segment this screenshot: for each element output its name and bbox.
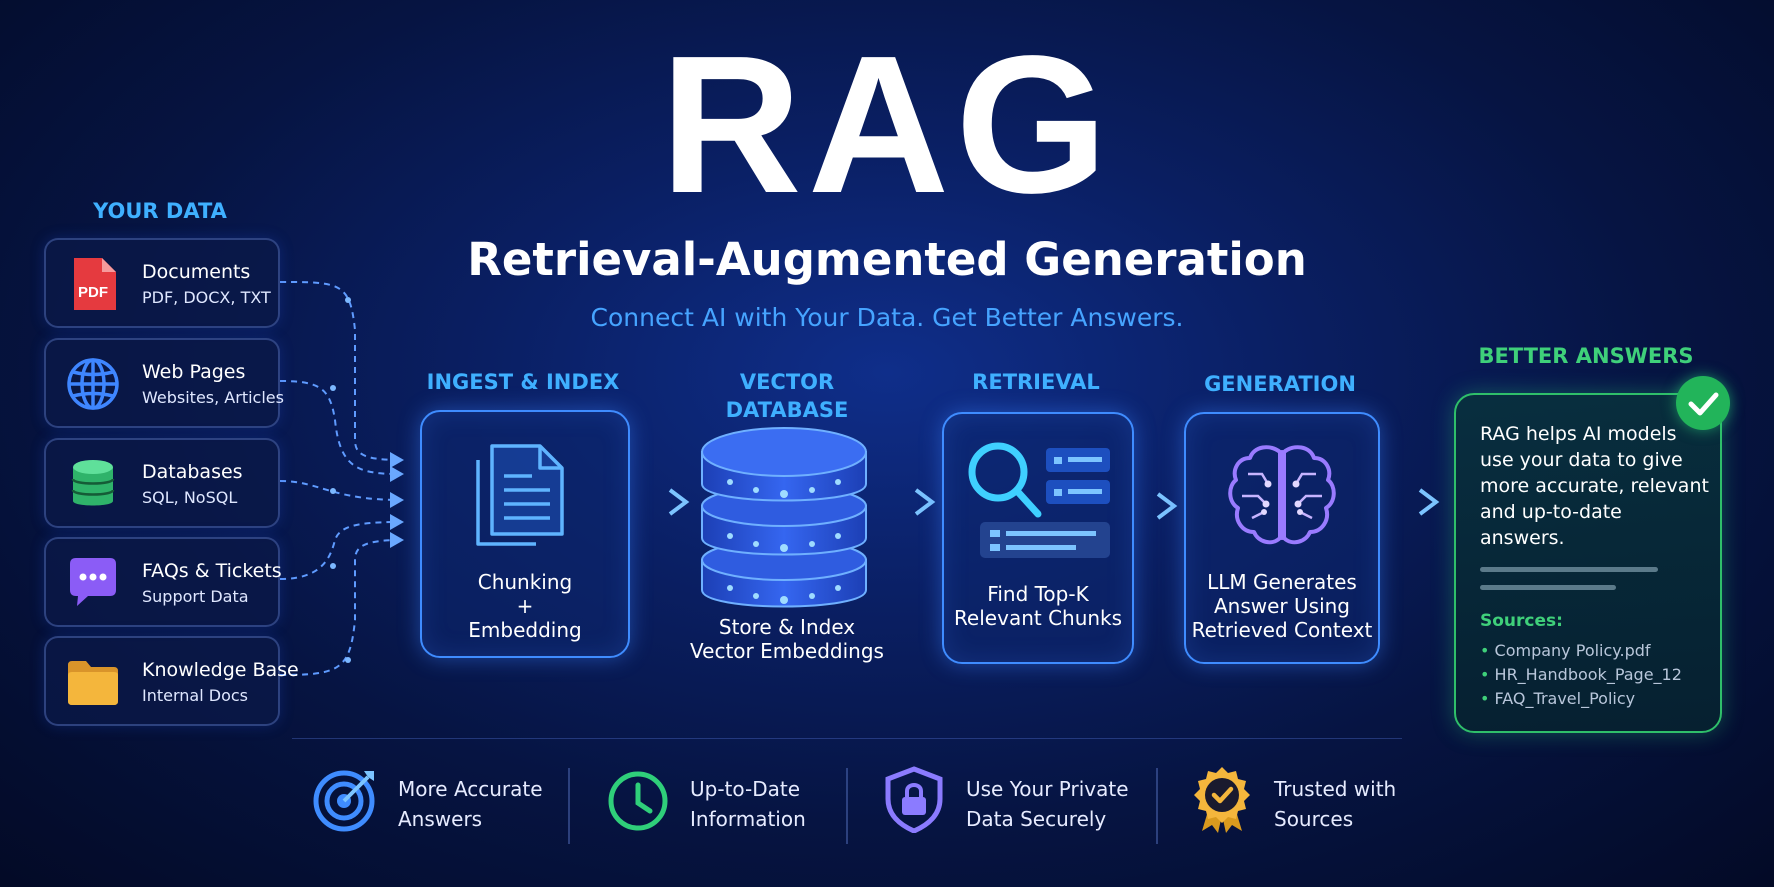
feature-private-data: Use Your Private Data Securely [880, 760, 1150, 850]
pdf-badge-label: PDF [78, 284, 108, 301]
connector-databases [279, 480, 404, 508]
connector-web-pages [279, 380, 404, 482]
brain-icon [1228, 445, 1336, 545]
source-desc-faqs: Support Data [142, 587, 249, 606]
tagline: Connect AI with Your Data. Get Better An… [590, 303, 1184, 332]
clock-icon [608, 771, 668, 831]
stage-card-retrieval: Find Top-K Relevant Chunks [942, 412, 1134, 664]
stage-text-ingest: Chunking + Embedding [468, 570, 582, 642]
stage-heading-generation: GENERATION [1204, 372, 1356, 396]
database-icon [71, 460, 115, 506]
source-connector-dots [330, 297, 351, 663]
better-answers-heading: BETTER ANSWERS [1478, 344, 1694, 368]
source-title-knowledge-base: Knowledge Base [142, 659, 299, 681]
source-title-databases: Databases [142, 461, 243, 483]
documents-icon [476, 444, 564, 546]
source-title-web-pages: Web Pages [142, 361, 246, 383]
shield-lock-icon [885, 766, 943, 833]
stage-text-vector-db: Store & Index Vector Embeddings [690, 615, 884, 663]
answer-text: RAG helps AI models use your data to giv… [1480, 423, 1709, 549]
source-card-faqs: FAQs & Tickets Support Data [44, 537, 282, 627]
connector-knowledge-base [279, 532, 404, 676]
sources-label: Sources: [1480, 611, 1563, 631]
stage-card-generation: LLM Generates Answer Using Retrieved Con… [1184, 412, 1380, 664]
source-desc-knowledge-base: Internal Docs [142, 686, 248, 705]
page-subtitle: Retrieval-Augmented Generation [467, 233, 1307, 286]
arrow-generation-to-answer [1386, 488, 1440, 516]
feature-divider [846, 768, 848, 844]
feature-trusted: Trusted with Sources [1188, 760, 1418, 850]
chat-bubble-icon [70, 558, 116, 606]
feature-divider [1156, 768, 1158, 844]
source-card-web-pages: Web Pages Websites, Articles [44, 338, 284, 428]
feature-text-private-data: Use Your Private Data Securely [966, 777, 1129, 831]
source-item: HR_Handbook_Page_12 [1480, 663, 1682, 687]
stage-heading-ingest: INGEST & INDEX [426, 370, 620, 394]
sources-list: Company Policy.pdf HR_Handbook_Page_12 F… [1480, 639, 1682, 711]
footer-rule [292, 738, 1402, 739]
pdf-document-icon: PDF [74, 258, 116, 310]
arrow-ingest-to-vector [636, 488, 690, 516]
answer-placeholder-line [1480, 585, 1616, 590]
answer-card: RAG helps AI models use your data to giv… [1454, 393, 1722, 733]
target-icon [313, 770, 375, 832]
stage-text-retrieval: Find Top-K Relevant Chunks [953, 582, 1123, 630]
stage-heading-retrieval: RETRIEVAL [972, 370, 1100, 394]
source-connectors [279, 281, 404, 676]
feature-accurate: More Accurate Answers [312, 760, 562, 850]
source-item: FAQ_Travel_Policy [1480, 687, 1682, 711]
feature-divider [568, 768, 570, 844]
feature-up-to-date: Up-to-Date Information [604, 760, 834, 850]
source-card-knowledge-base: Knowledge Base Internal Docs [44, 636, 299, 726]
source-title-faqs: FAQs & Tickets [142, 560, 282, 582]
checkmark-icon [1676, 376, 1730, 430]
feature-text-accurate: More Accurate Answers [398, 777, 543, 831]
arrow-retrieval-to-generation [1134, 492, 1178, 520]
arrow-vector-to-retrieval [882, 488, 936, 516]
connector-faqs [279, 514, 404, 580]
source-desc-databases: SQL, NoSQL [142, 488, 238, 507]
feature-text-trusted: Trusted with Sources [1274, 777, 1397, 831]
stage-text-generation: LLM Generates Answer Using Retrieved Con… [1191, 570, 1373, 642]
connector-documents [279, 281, 404, 468]
database-stack-icon [701, 427, 867, 608]
folder-icon [68, 661, 118, 705]
badge-check-icon [1194, 767, 1250, 833]
your-data-heading: YOUR DATA [93, 199, 227, 223]
stage-heading-vector-db: VECTOR DATABASE [725, 370, 849, 422]
magnifier-icon [968, 442, 1110, 558]
source-item: Company Policy.pdf [1480, 639, 1682, 663]
source-title-documents: Documents [142, 261, 251, 283]
source-desc-documents: PDF, DOCX, TXT [142, 288, 271, 307]
page-title: RAG [660, 15, 1114, 234]
source-desc-web-pages: Websites, Articles [142, 388, 284, 407]
globe-icon [67, 358, 119, 410]
source-card-databases: Databases SQL, NoSQL [44, 438, 280, 528]
pipeline-arrows [636, 488, 1440, 520]
feature-text-up-to-date: Up-to-Date Information [690, 777, 806, 831]
answer-placeholder-line [1480, 567, 1658, 572]
source-card-documents: PDF Documents PDF, DOCX, TXT [44, 238, 280, 328]
stage-card-ingest: Chunking + Embedding [420, 410, 630, 658]
